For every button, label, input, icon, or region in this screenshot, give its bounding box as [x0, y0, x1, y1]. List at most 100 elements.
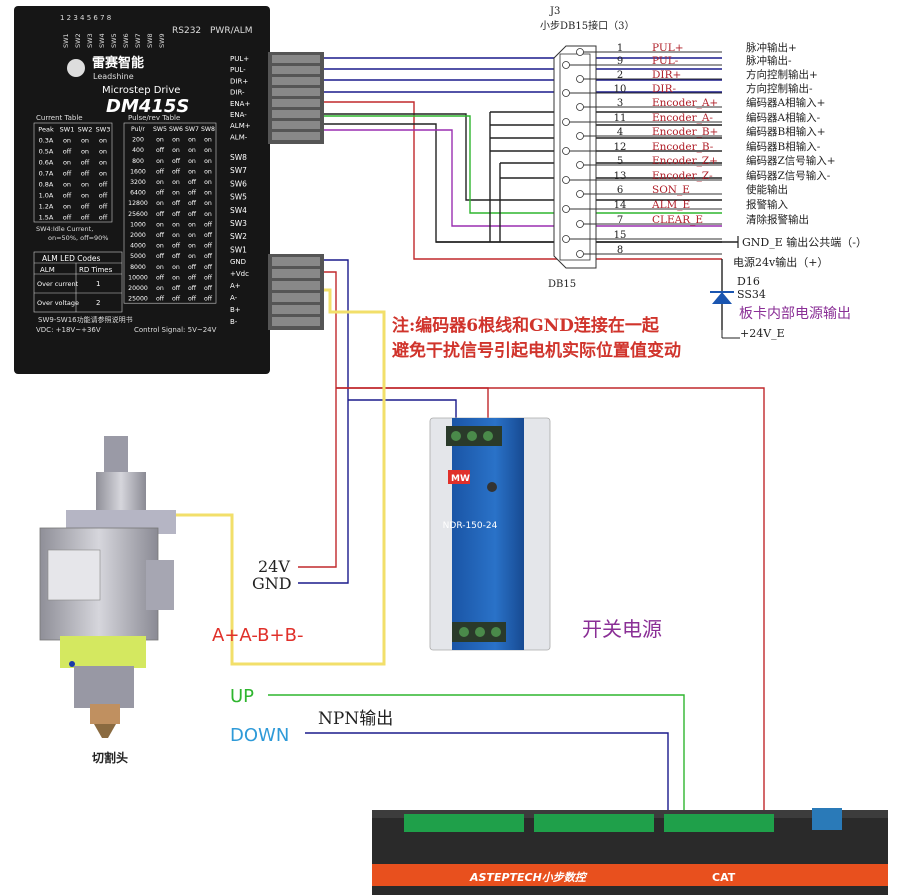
- db15-pin-hole: [576, 190, 584, 198]
- alm-r2c1: Over voltage: [37, 299, 79, 307]
- diode-icon: [710, 291, 734, 304]
- pulse-cell: off: [188, 274, 197, 281]
- pulse-cell: on: [156, 137, 164, 144]
- pulse-cell: 800: [132, 158, 144, 165]
- current-cell: on: [99, 137, 107, 145]
- db15-pin-number: 2: [617, 70, 623, 81]
- pulse-cell: off: [188, 200, 197, 207]
- db15-pin-hole: [562, 176, 570, 184]
- leadshine-logo: [67, 59, 85, 77]
- terminal-label: B-: [230, 318, 238, 326]
- db15-pin-signal: SON_E: [652, 184, 690, 196]
- terminal-label: A+: [230, 282, 241, 290]
- current-cell: 0.7A: [39, 170, 54, 178]
- terminal-label: DIR-: [230, 89, 245, 97]
- pulse-cell: 25600: [128, 211, 148, 218]
- pulse-cell: on: [188, 168, 196, 175]
- pulse-cell: on: [156, 243, 164, 250]
- pulse-cell: on: [204, 211, 212, 218]
- pulse-cell: off: [204, 253, 213, 260]
- current-cell: off: [63, 148, 72, 156]
- pulse-cell: off: [172, 200, 181, 207]
- sw-vlabel: SW3: [86, 33, 94, 48]
- wire-up: [268, 694, 685, 815]
- psu-brand: MW: [451, 474, 470, 484]
- model: DM415S: [106, 96, 189, 117]
- terminal-slot: [272, 77, 320, 85]
- pulse-cell: on: [188, 221, 196, 228]
- pulse-cell: off: [156, 147, 165, 154]
- terminal-slot: [272, 66, 320, 74]
- current-cell: on: [81, 148, 89, 156]
- current-table-frame: [33, 122, 113, 223]
- pulse-cell: off: [204, 274, 213, 281]
- db15-pin-hole: [562, 89, 570, 97]
- current-cell: SW3: [96, 126, 111, 134]
- terminal-slot: [272, 88, 320, 96]
- controller-brand: ASTEPTECH小步数控: [469, 871, 588, 884]
- pulse-cell: on: [172, 232, 180, 239]
- alm-r1c2: 1: [96, 280, 100, 288]
- pulse-cell: off: [188, 211, 197, 218]
- db15-pin-desc: 编码器B相输入-: [746, 140, 821, 153]
- pulse-cell: off: [172, 253, 181, 260]
- db15-pin-number: 9: [617, 56, 623, 67]
- sw-side-label: SW7: [230, 166, 247, 175]
- pulse-cell: off: [188, 296, 197, 303]
- db15-pin-signal: DIR-: [652, 83, 676, 95]
- driver-control-signal: Control Signal: 5V~24V: [134, 326, 217, 334]
- current-cell: 0.3A: [39, 137, 54, 145]
- current-cell: off: [63, 214, 72, 222]
- pulse-cell: on: [156, 221, 164, 228]
- pulse-cell: off: [204, 296, 213, 303]
- alm-h1: ALM: [40, 266, 55, 274]
- current-cell: Peak: [38, 126, 54, 134]
- pulse-cell: off: [188, 190, 197, 197]
- sw-vlabel: SW4: [98, 33, 106, 48]
- db15-footer: DB15: [548, 279, 576, 290]
- diode-ref: D16: [737, 275, 760, 288]
- pulse-cell: on: [204, 137, 212, 144]
- current-cell: 0.8A: [39, 181, 54, 189]
- current-cell: on: [81, 181, 89, 189]
- db15-pin-hole: [576, 48, 584, 56]
- pulse-cell: off: [156, 190, 165, 197]
- db15-pin-number: 3: [617, 98, 623, 109]
- db15-pin-hole: [576, 75, 584, 83]
- pulse-cell: off: [156, 168, 165, 175]
- power-out-label: 电源24v输出（+）: [733, 255, 828, 269]
- pwr-alm-label: PWR/ALM: [210, 26, 253, 36]
- pulse-cell: off: [188, 179, 197, 186]
- current-cell: off: [81, 214, 90, 222]
- v24-e-label: +24V_E: [740, 327, 785, 340]
- current-cell: off: [81, 170, 90, 178]
- gnd-e-label: GND_E 输出公共端（-）: [742, 235, 867, 249]
- pulse-cell: 5000: [130, 253, 146, 260]
- pulse-cell: off: [172, 211, 181, 218]
- db15-pin-desc: 编码器A相输入-: [746, 111, 821, 124]
- terminal-top-labels: PUL+PUL-DIR+DIR-ENA+ENA-ALM+ALM-: [230, 55, 251, 141]
- alm-r1c1: Over current: [37, 280, 79, 288]
- internal-power-label: 板卡内部电源输出: [739, 306, 851, 322]
- db15-pin-number: 14: [614, 200, 627, 211]
- sw-vlabel: SW1: [62, 33, 70, 48]
- terminal-label: ENA+: [230, 100, 250, 108]
- db15-pin-desc: 使能输出: [746, 183, 788, 196]
- pulse-cell: on: [156, 158, 164, 165]
- db15-pin-signal: Encoder_B+: [652, 126, 718, 138]
- db15-pin-hole: [562, 205, 570, 213]
- db15-pin-number: 12: [614, 142, 627, 153]
- pulse-cell: off: [204, 221, 213, 228]
- db15-pin-signal: ALM_E: [651, 199, 690, 211]
- terminal-label: PUL+: [230, 55, 249, 63]
- db15-pin-desc: 清除报警输出: [746, 213, 809, 226]
- current-cell: on: [81, 137, 89, 145]
- pulse-cell: off: [188, 264, 197, 271]
- pulse-cell: 2000: [130, 232, 146, 239]
- db15-pin-signal: PUL-: [652, 55, 679, 67]
- pulse-cell: SW7: [185, 126, 199, 133]
- alm-table: ALM LED Codes ALM RD Times Over current …: [33, 251, 123, 313]
